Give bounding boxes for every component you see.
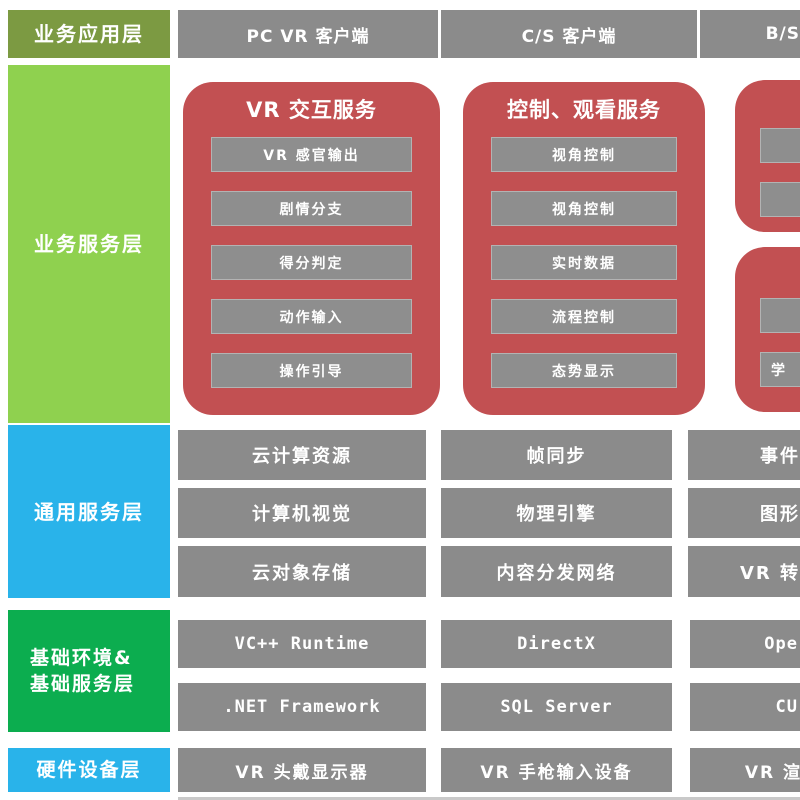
layer-label-common-service: 通用服务层 <box>8 425 170 598</box>
base-cell-ope-truncated: Ope <box>690 620 800 668</box>
service-item-action-input: 动作输入 <box>211 299 412 334</box>
service-item-truncated <box>760 182 800 217</box>
common-cell-graphics-truncated: 图形 <box>688 488 800 538</box>
layer-label-base-env-service: 基础环境& 基础服务层 <box>8 610 170 732</box>
service-group-control-viewing: 控制、观看服务 视角控制 视角控制 实时数据 流程控制 态势显示 <box>463 82 705 415</box>
common-cell-physics-engine: 物理引擎 <box>441 488 672 538</box>
group-title-vr-interaction: VR 交互服务 <box>246 98 377 122</box>
service-item-realtime-data: 实时数据 <box>491 245 677 280</box>
layer-label-business-service: 业务服务层 <box>8 65 170 423</box>
service-item-score-judge: 得分判定 <box>211 245 412 280</box>
hardware-cell-vr-gun-input: VR 手枪输入设备 <box>441 748 672 792</box>
service-item-truncated <box>760 128 800 163</box>
service-group-vr-interaction: VR 交互服务 VR 感官输出 剧情分支 得分判定 动作输入 操作引导 <box>183 82 440 415</box>
base-label-line2: 基础服务层 <box>30 673 136 695</box>
layer-label-hardware-device: 硬件设备层 <box>8 748 170 792</box>
base-cell-directx: DirectX <box>441 620 672 668</box>
common-cell-computer-vision: 计算机视觉 <box>178 488 426 538</box>
service-group-truncated-top <box>735 80 800 232</box>
common-cell-cloud-object-storage: 云对象存储 <box>178 546 426 597</box>
layer-label-business-application: 业务应用层 <box>8 10 170 58</box>
base-cell-cu-truncated: CU <box>690 683 800 731</box>
service-item-view-control-2: 视角控制 <box>491 191 677 226</box>
cutoff-next-row-edge <box>178 797 800 800</box>
service-item-truncated-xue: 学 <box>760 352 800 387</box>
group-items: VR 感官输出 剧情分支 得分判定 动作输入 操作引导 <box>183 124 440 388</box>
service-item-view-control-1: 视角控制 <box>491 137 677 172</box>
service-item-vr-sensory-output: VR 感官输出 <box>211 137 412 172</box>
base-cell-vcpp-runtime: VC++ Runtime <box>178 620 426 668</box>
client-cs: C/S 客户端 <box>441 10 697 58</box>
base-label-line1: 基础环境& <box>30 647 133 669</box>
client-pc-vr: PC VR 客户端 <box>178 10 438 58</box>
common-cell-cloud-compute: 云计算资源 <box>178 430 426 480</box>
service-item-truncated <box>760 298 800 333</box>
service-item-situation-display: 态势显示 <box>491 353 677 388</box>
common-cell-vr-trans-truncated: VR 转 <box>688 546 800 597</box>
group-title-control-viewing: 控制、观看服务 <box>507 98 661 122</box>
hardware-cell-vr-render-truncated: VR 渲 <box>690 748 800 792</box>
common-cell-event-truncated: 事件 <box>688 430 800 480</box>
service-item-operation-guide: 操作引导 <box>211 353 412 388</box>
service-item-process-control: 流程控制 <box>491 299 677 334</box>
service-group-truncated-bottom: 学 <box>735 247 800 412</box>
client-bs: B/S <box>700 10 800 58</box>
hardware-cell-vr-hmd: VR 头戴显示器 <box>178 748 426 792</box>
base-cell-sql-server: SQL Server <box>441 683 672 731</box>
group-items: 视角控制 视角控制 实时数据 流程控制 态势显示 <box>463 124 705 388</box>
service-item-plot-branch: 剧情分支 <box>211 191 412 226</box>
common-cell-frame-sync: 帧同步 <box>441 430 672 480</box>
common-cell-cdn: 内容分发网络 <box>441 546 672 597</box>
base-cell-dotnet-framework: .NET Framework <box>178 683 426 731</box>
